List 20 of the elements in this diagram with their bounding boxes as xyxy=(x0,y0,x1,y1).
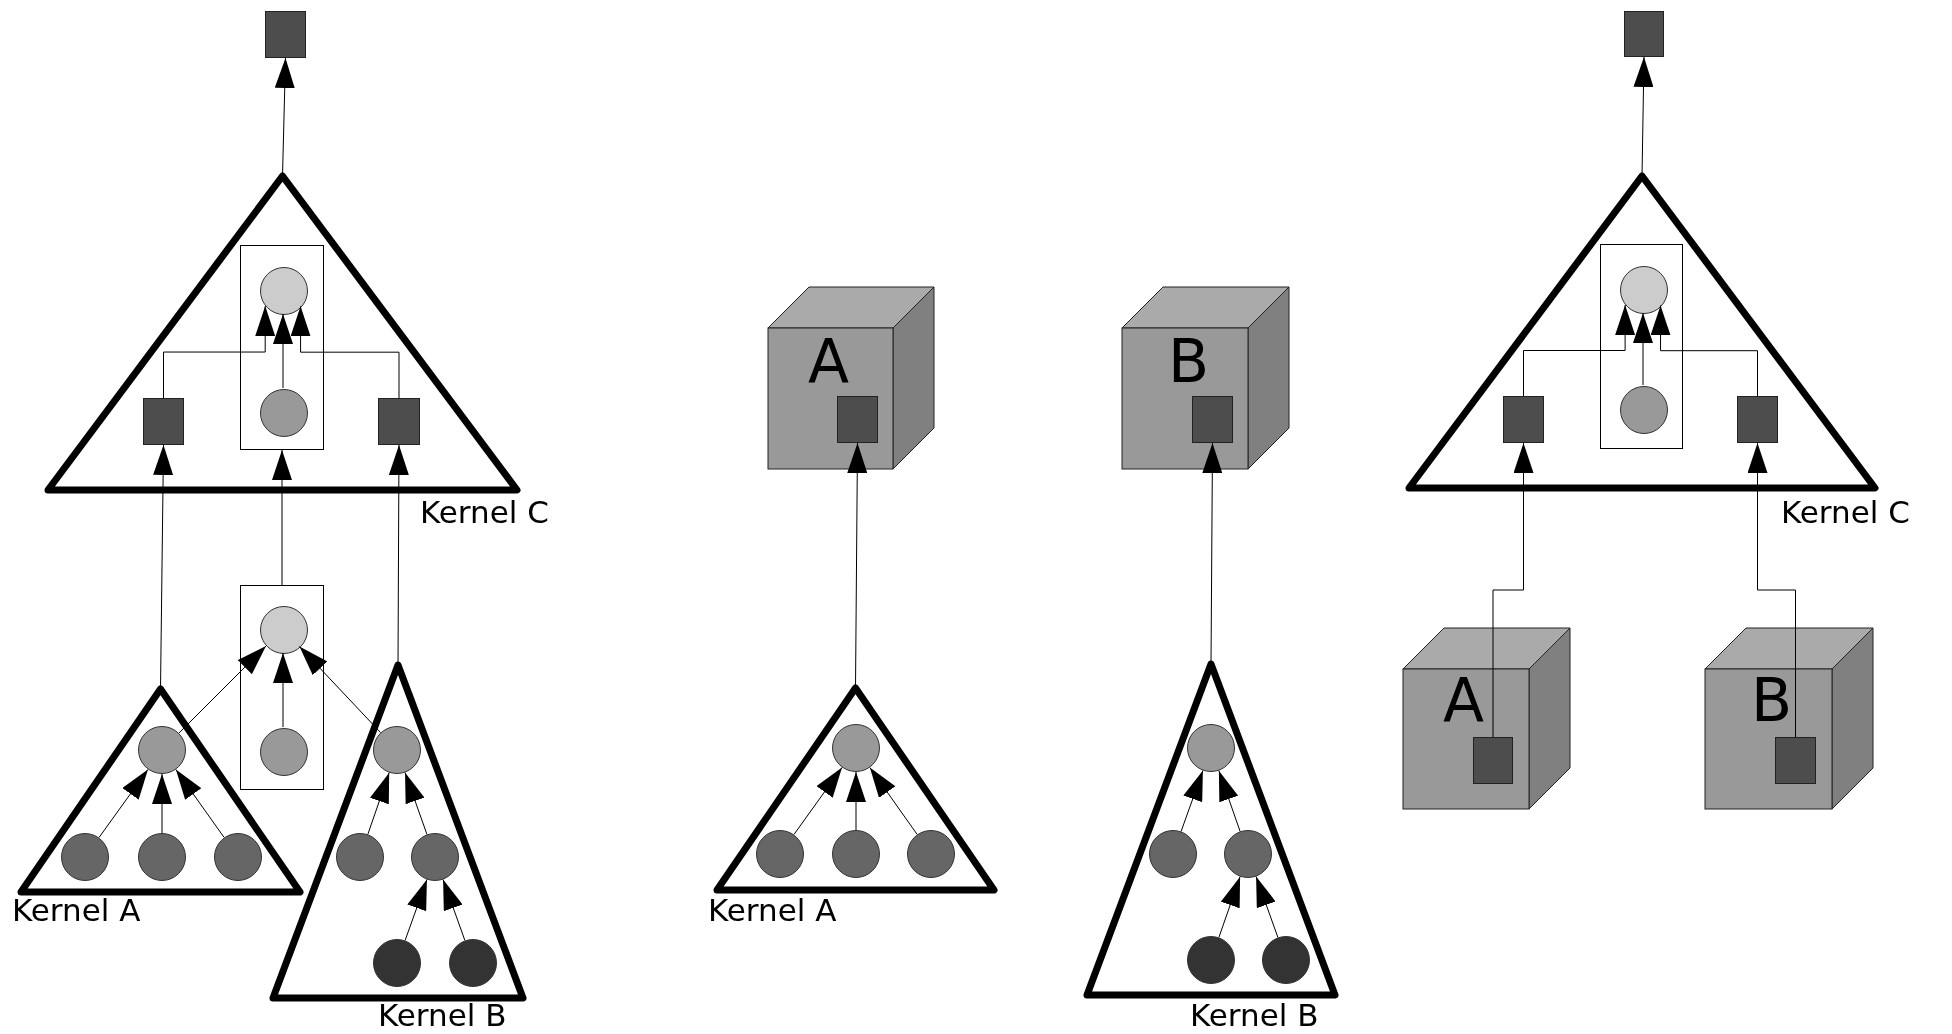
square-node xyxy=(1775,737,1816,784)
arrow xyxy=(1747,442,1796,738)
cube-letter: B xyxy=(1751,670,1793,730)
kernel-label: Kernel A xyxy=(12,895,141,926)
square-node xyxy=(265,11,306,58)
circle-node xyxy=(260,606,308,654)
arrow xyxy=(272,449,292,586)
kernel-label: Kernel C xyxy=(420,497,549,528)
kernel-label: Kernel A xyxy=(708,895,837,926)
square-node xyxy=(837,396,878,443)
square-node xyxy=(1624,11,1664,57)
kernel-label: Kernel B xyxy=(1190,1000,1319,1031)
square-node xyxy=(1192,396,1233,443)
arrow xyxy=(1492,442,1534,738)
square-node xyxy=(1473,737,1513,784)
cube-letter: A xyxy=(808,331,850,391)
cube-letter: B xyxy=(1168,331,1210,391)
kernel-label: Kernel C xyxy=(1781,497,1910,528)
cube-letter: A xyxy=(1443,670,1485,730)
kernel-label: Kernel B xyxy=(378,1000,507,1031)
